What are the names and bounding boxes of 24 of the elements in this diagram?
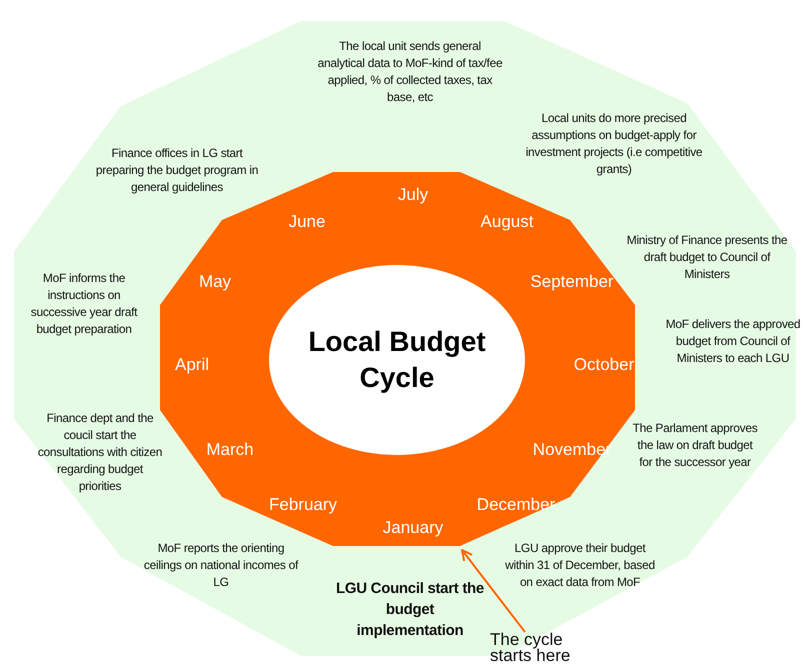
step-description: MoF reports the orienting ceilings on national incomes of LG (142, 540, 300, 591)
step-description: Finance offices in LG start preparing the budget program in general guidelines (94, 145, 260, 196)
month-label: March (206, 440, 254, 460)
month-label: February (268, 495, 338, 515)
step-description: Ministry of Finance presents the draft budget to Council of Ministers (626, 232, 788, 283)
step-description: Finance dept and the coucil start the consultations with citizen regarding budget priorities (38, 410, 162, 495)
month-label: May (198, 272, 232, 292)
start-label: The cycle starts here (490, 632, 580, 668)
arrow (461, 549, 526, 633)
month-label: January (382, 518, 444, 538)
month-label: April (175, 355, 209, 375)
center-label: Local Budget Cycle (307, 325, 487, 395)
month-label: June (288, 212, 326, 232)
month-label: October (574, 355, 634, 375)
step-description: LGU approve their budget within 31 of December, based on exact data from MoF (504, 540, 656, 591)
step-description: LGU Council start the budget implementation (335, 579, 485, 641)
step-description: MoF informs the instructions on successive year draft budget preparation (30, 270, 138, 338)
month-label: July (398, 185, 428, 205)
step-description: The Parlament approves the law on draft budget for the successor year (632, 420, 758, 471)
step-description: The local unit sends general analytical data to MoF-kind of tax/fee applied, % of collected taxes, tax base, etc (316, 38, 504, 106)
step-description: Local units do more precised assumptions on budget-apply for investment projects (i.e competitive grants) (524, 110, 704, 178)
step-description: MoF delivers the approved budget from Council of Ministers to each LGU (664, 316, 802, 367)
month-label: August (480, 212, 534, 232)
month-label: September (530, 272, 614, 292)
